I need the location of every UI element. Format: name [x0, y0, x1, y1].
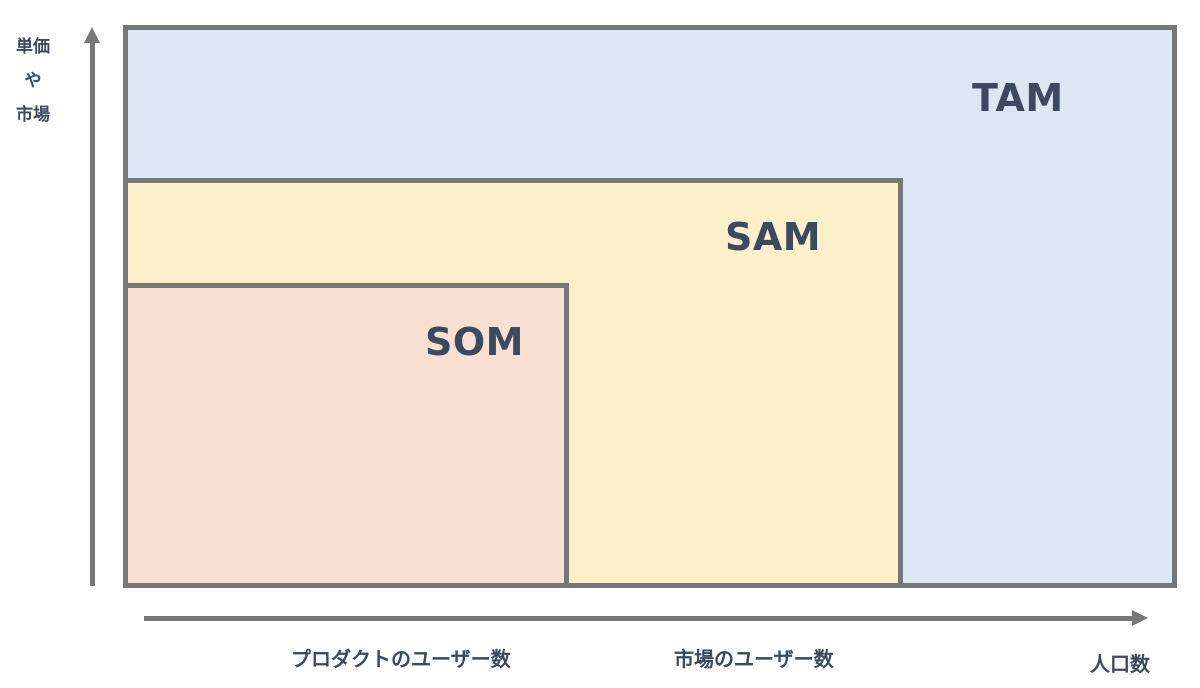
- y-axis-arrow-icon: [84, 27, 100, 43]
- y-axis-label-line: や: [24, 71, 42, 91]
- tam-label: TAM: [972, 76, 1064, 120]
- x-label-product-users: プロダクトのユーザー数: [291, 647, 511, 671]
- som-box: [123, 283, 569, 588]
- y-axis-label-line: 市場: [16, 105, 50, 125]
- y-axis-label-line: 単価: [16, 37, 50, 57]
- y-axis-line: [90, 40, 95, 586]
- x-label-market-users: 市場のユーザー数: [674, 647, 834, 671]
- y-axis-label: 単価 や 市場: [8, 30, 58, 132]
- x-axis-line: [144, 616, 1134, 621]
- x-label-population: 人口数: [1090, 652, 1150, 676]
- sam-label: SAM: [725, 215, 822, 259]
- x-axis-arrow-icon: [1132, 610, 1148, 626]
- som-label: SOM: [425, 320, 524, 364]
